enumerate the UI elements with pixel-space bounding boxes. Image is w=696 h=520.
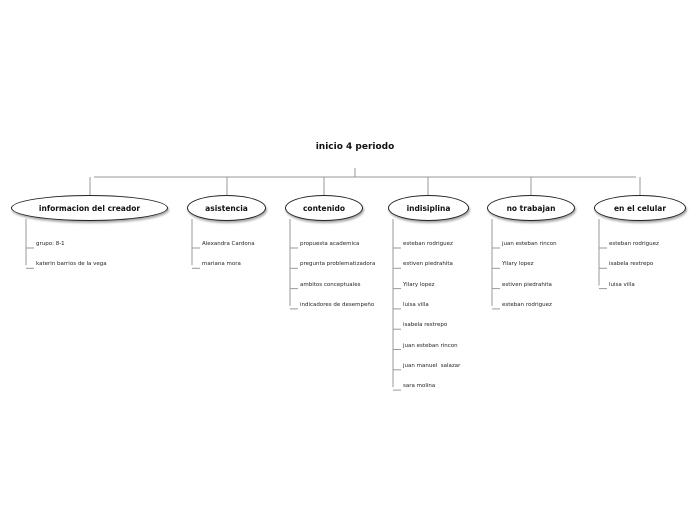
child-item[interactable]: estiven piedrahita (502, 281, 552, 288)
child-item[interactable]: Yilary lopez (403, 281, 435, 288)
root-topic[interactable]: inicio 4 periodo (315, 142, 395, 152)
child-item[interactable]: Yilary lopez (502, 261, 534, 268)
child-item[interactable]: luisa villa (609, 281, 635, 288)
child-item[interactable]: Alexandra Cardona (202, 241, 255, 247)
child-item[interactable]: propuesta academica (300, 241, 360, 247)
branch-node[interactable]: indisiplina (388, 195, 469, 221)
branch-node[interactable]: contenido (285, 195, 363, 221)
child-item[interactable]: esteban rodriguez (403, 241, 453, 247)
branch-node[interactable]: en el celular (594, 195, 686, 221)
child-item[interactable]: sara molina (403, 383, 436, 390)
child-item[interactable]: juan esteban rincon (502, 241, 557, 247)
child-item[interactable]: grupo: 8-1 (36, 241, 65, 247)
child-item[interactable]: luisa villa (403, 301, 429, 308)
child-item[interactable]: katerin barrios de la vega (36, 261, 107, 268)
branch-node[interactable]: no trabajan (487, 195, 575, 221)
child-item[interactable]: ambitos conceptuales (300, 281, 361, 288)
branch-node[interactable]: informacion del creador (11, 195, 168, 221)
child-item[interactable]: esteban rodriguez (609, 241, 659, 247)
child-item[interactable]: indicadores de desempeño (300, 301, 375, 308)
child-item[interactable]: juan manuel salazar (403, 362, 461, 369)
child-item[interactable]: pregunta problematizadora (300, 261, 376, 268)
branch-node[interactable]: asistencia (187, 195, 266, 221)
child-item[interactable]: mariana mora (202, 261, 241, 268)
child-item[interactable]: isabela restrepo (609, 261, 654, 268)
child-item[interactable]: isabela restrepo (403, 322, 448, 329)
child-item[interactable]: estiven piedrahita (403, 261, 453, 268)
child-item[interactable]: esteban rodriguez (502, 301, 552, 308)
child-item[interactable]: juan esteban rincon (403, 342, 458, 349)
